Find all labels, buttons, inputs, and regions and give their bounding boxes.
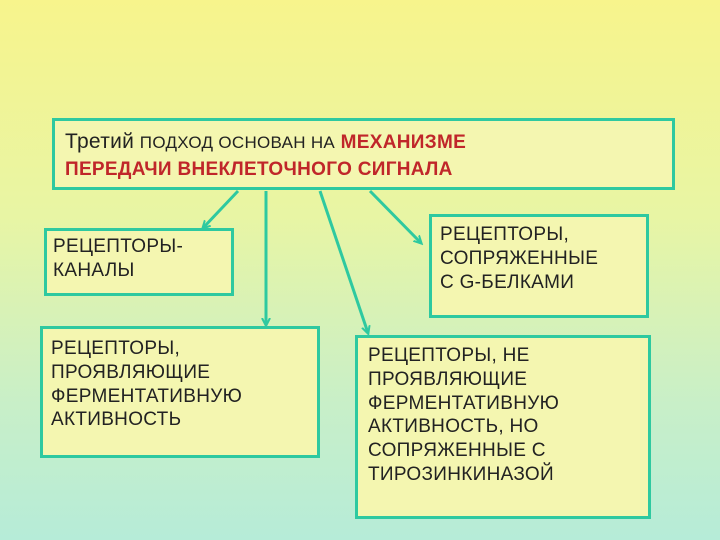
- title-line-1: Третий ПОДХОД ОСНОВАН НА МЕХАНИЗМЕ: [65, 129, 662, 155]
- arrow-to-tyrosine-kinase: [318, 190, 368, 333]
- title-word-third: Третий: [65, 130, 135, 153]
- box-enzymatic-receptors: РЕЦЕПТОРЫ, ПРОЯВЛЯЮЩИЕ ФЕРМЕНТАТИВНУЮ АК…: [40, 326, 320, 458]
- box-tyrosine-kinase-coupled-text: РЕЦЕПТОРЫ, НЕ ПРОЯВЛЯЮЩИЕ ФЕРМЕНТАТИВНУЮ…: [368, 345, 560, 485]
- box-enzymatic-receptors-text: РЕЦЕПТОРЫ, ПРОЯВЛЯЮЩИЕ ФЕРМЕНТАТИВНУЮ АК…: [51, 338, 243, 431]
- box-receptor-channels-text: РЕЦЕПТОРЫ- КАНАЛЫ: [53, 236, 184, 281]
- arrow-to-channels: [203, 189, 240, 228]
- title-mechanism-text: МЕХАНИЗМЕ: [340, 132, 467, 153]
- box-g-protein-coupled: РЕЦЕПТОРЫ, СОПРЯЖЕННЫЕ С G-БЕЛКАМИ: [429, 214, 649, 318]
- title-approach-text: ПОДХОД ОСНОВАН НА: [139, 133, 336, 152]
- box-receptor-channels: РЕЦЕПТОРЫ- КАНАЛЫ: [44, 228, 234, 296]
- title-line-2: ПЕРЕДАЧИ ВНЕКЛЕТОЧНОГО СИГНАЛА: [65, 159, 453, 181]
- arrow-to-g-protein: [368, 189, 421, 243]
- title-box: Третий ПОДХОД ОСНОВАН НА МЕХАНИЗМЕ ПЕРЕД…: [52, 118, 675, 190]
- box-tyrosine-kinase-coupled: РЕЦЕПТОРЫ, НЕ ПРОЯВЛЯЮЩИЕ ФЕРМЕНТАТИВНУЮ…: [355, 335, 651, 519]
- box-g-protein-coupled-text: РЕЦЕПТОРЫ, СОПРЯЖЕННЫЕ С G-БЕЛКАМИ: [440, 224, 599, 293]
